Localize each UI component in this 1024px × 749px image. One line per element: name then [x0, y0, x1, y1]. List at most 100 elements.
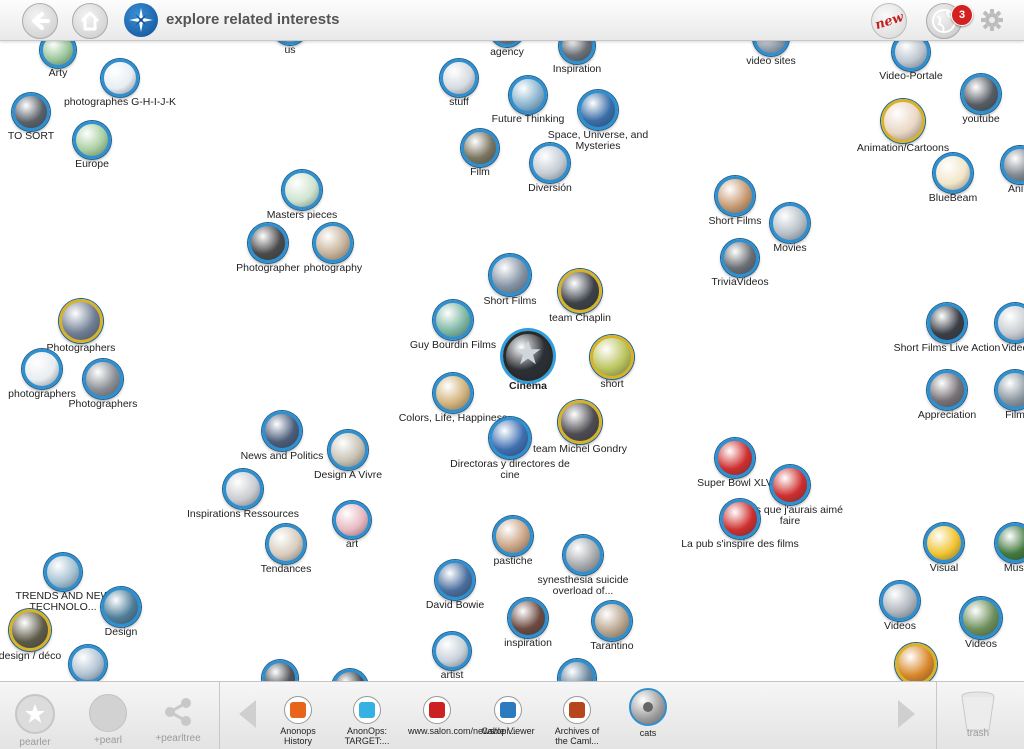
pearl-node-label: Design A Vivre: [313, 469, 383, 481]
recent-pearl-cats[interactable]: cats: [619, 688, 677, 738]
pearl-node-bottom-partial-4[interactable]: [856, 643, 976, 681]
pearl-node-bottom-partial-1[interactable]: [220, 660, 340, 681]
scroll-left-button[interactable]: [236, 698, 258, 735]
pearl-node-us[interactable]: us: [230, 41, 350, 56]
pearl-node-space-universe[interactable]: Space, Universe, and Mysteries: [538, 90, 658, 152]
pearl-node-label: La pub s'inspire des films: [681, 538, 799, 550]
pearl-node-short[interactable]: short: [552, 335, 672, 390]
pearl-node-trends[interactable]: TRENDS AND NEW TECHNOLO...: [3, 553, 123, 613]
trash-button[interactable]: trash: [950, 688, 1006, 739]
recent-pearl-label: Archives of the Caml...: [554, 726, 600, 746]
pearl-node-photographers-2[interactable]: photographers: [0, 349, 102, 400]
pearl-node-synesthesia[interactable]: synesthesia suicide overload of...: [523, 535, 643, 597]
pearl-node-triviavideos[interactable]: TriviaVideos: [680, 239, 800, 288]
pearl-node-stuff[interactable]: stuff: [399, 59, 519, 108]
pearl-thumbnail: [282, 170, 322, 210]
pearl-node-art[interactable]: art: [292, 501, 412, 550]
pearl-node-super-bowl[interactable]: Super Bowl XLV: [675, 438, 795, 489]
pearl-node-photographes-ghijk[interactable]: photographes G-H-I-J-K: [60, 59, 180, 108]
pearl-node-youtube[interactable]: youtube: [921, 74, 1024, 125]
add-pearl-button[interactable]: +pearl: [80, 694, 136, 746]
pearl-node-directoras[interactable]: Directoras y directores de cine: [450, 417, 570, 481]
pearl-node-photographers-1[interactable]: Photographers: [21, 299, 141, 354]
pearl-node-bottom-partial-3[interactable]: [517, 659, 637, 681]
new-pearls-button[interactable]: new: [871, 3, 907, 39]
pearl-thumbnail: [720, 499, 760, 539]
pearl-node-inspirations-ressources[interactable]: Inspirations Ressources: [183, 469, 303, 520]
pearl-node-film[interactable]: Film: [420, 129, 540, 178]
pearl-node-movies[interactable]: Movies: [730, 203, 850, 254]
pearl-node-pastiche[interactable]: pastiche: [453, 516, 573, 567]
pearl-node-video-portale[interactable]: Video-Portale: [851, 41, 971, 82]
pearl-node-film-right[interactable]: Film: [955, 370, 1024, 421]
add-pearltree-button[interactable]: +pearltree: [150, 694, 206, 744]
pearl-node-visual[interactable]: Visual: [884, 523, 1004, 574]
pearl-node-news-politics[interactable]: News and Politics: [222, 411, 342, 462]
pearl-node-videos-2[interactable]: Videos: [921, 597, 1024, 650]
pearl-node-short-films-live[interactable]: Short Films Live Action: [887, 303, 1007, 354]
recent-pearl-archives-camel[interactable]: Archives of the Caml...: [548, 696, 606, 746]
pearl-node-design-deco[interactable]: design / déco: [0, 609, 90, 662]
pearl-thumbnail: [559, 41, 595, 64]
pearl-node-pubs[interactable]: Pubs que j'aurais aimé faire: [730, 465, 850, 527]
pearl-node-inspiration-top[interactable]: Inspiration: [517, 41, 637, 75]
pearl-node-anim-right[interactable]: Anim: [960, 146, 1024, 195]
pearl-node-david-bowie[interactable]: David Bowie: [395, 560, 515, 611]
pearl-node-video-sites[interactable]: video sites: [711, 41, 831, 67]
pearl-node-video-right[interactable]: Video: [955, 303, 1024, 354]
pearl-node-artist[interactable]: artist: [392, 632, 512, 681]
pearler-button[interactable]: pearler: [7, 694, 63, 748]
pearl-node-photography[interactable]: photography: [273, 223, 393, 274]
pearl-node-tarantino[interactable]: Tarantino: [552, 601, 672, 652]
home-button[interactable]: [72, 3, 108, 39]
pearl-thumbnail: [333, 501, 371, 539]
pearl-node-short-films-center[interactable]: Short Films: [450, 254, 570, 307]
pearl-node-agency[interactable]: agency: [447, 41, 567, 58]
pearl-node-cinema[interactable]: Cinema: [468, 331, 588, 392]
pearl-thumbnail: [433, 632, 471, 670]
recent-pearl-anonops-history[interactable]: Anonops History: [269, 696, 327, 746]
pearl-node-label: Visual: [929, 562, 959, 574]
recent-pearl-salon[interactable]: www.salon.com/news/opi...: [408, 696, 516, 736]
pearl-node-inspiration-bottom[interactable]: inspiration: [468, 598, 588, 649]
pearl-node-arty[interactable]: Arty: [0, 41, 118, 79]
pearl-node-label: us: [284, 44, 296, 56]
pearl-node-future-thinking[interactable]: Future Thinking: [468, 76, 588, 125]
camel-icon: [563, 696, 591, 724]
pearl-node-label: Inspiration: [552, 63, 602, 75]
pearl-node-team-michel-gondry[interactable]: team Michel Gondry: [520, 400, 640, 455]
blogger-icon: [284, 696, 312, 724]
recent-pearl-anonops-target[interactable]: AnonOps: TARGET:...: [338, 696, 396, 746]
pearl-node-la-pub[interactable]: La pub s'inspire des films: [680, 499, 800, 550]
pearl-thumbnail: [563, 535, 603, 575]
pearl-thumbnail: [69, 645, 107, 681]
pearl-node-masters-pieces[interactable]: Masters pieces: [242, 170, 362, 221]
pearl-node-bottom-partial-2[interactable]: [290, 669, 410, 681]
pearl-node-design[interactable]: Design: [61, 587, 181, 638]
recent-pearl-cable-viewer[interactable]: Cable Viewer: [479, 696, 537, 736]
pearl-node-guy-bourdin[interactable]: Guy Bourdin Films: [393, 300, 513, 351]
pearl-node-bluebeam[interactable]: BlueBeam: [893, 153, 1013, 204]
pearl-node-tendances[interactable]: Tendances: [226, 524, 346, 575]
pearl-node-short-films-right[interactable]: Short Films: [675, 176, 795, 227]
pearl-thumbnail: [508, 598, 548, 638]
back-button[interactable]: [22, 3, 58, 39]
pearl-node-colors-life[interactable]: Colors, Life, Happiness: [393, 373, 513, 424]
settings-button[interactable]: [979, 7, 1005, 33]
pearl-node-photographer[interactable]: Photographer: [208, 223, 328, 274]
pearl-node-team-chaplin[interactable]: team Chaplin: [520, 269, 640, 324]
scroll-right-button[interactable]: [896, 698, 918, 735]
pearl-node-videos-1[interactable]: Videos: [840, 581, 960, 632]
pearl-node-europe[interactable]: Europe: [32, 121, 152, 170]
pearl-node-diversion[interactable]: Diversión: [490, 143, 610, 194]
pearl-node-design-a-vivre[interactable]: Design A Vivre: [288, 430, 408, 481]
pearl-node-bottom-left-partial[interactable]: [28, 645, 148, 681]
pearl-node-photographers-3[interactable]: Photographers: [43, 359, 163, 410]
pearl-node-appreciation[interactable]: Appreciation: [887, 370, 1007, 421]
pearl-node-to-sort[interactable]: TO SORT: [0, 93, 91, 142]
pearl-node-music-right[interactable]: Musi: [955, 523, 1024, 574]
pearl-thumbnail: [578, 90, 618, 130]
pearl-node-animation-cartoons[interactable]: Animation/Cartoons: [843, 99, 963, 154]
pearl-thumbnail: [59, 299, 103, 343]
